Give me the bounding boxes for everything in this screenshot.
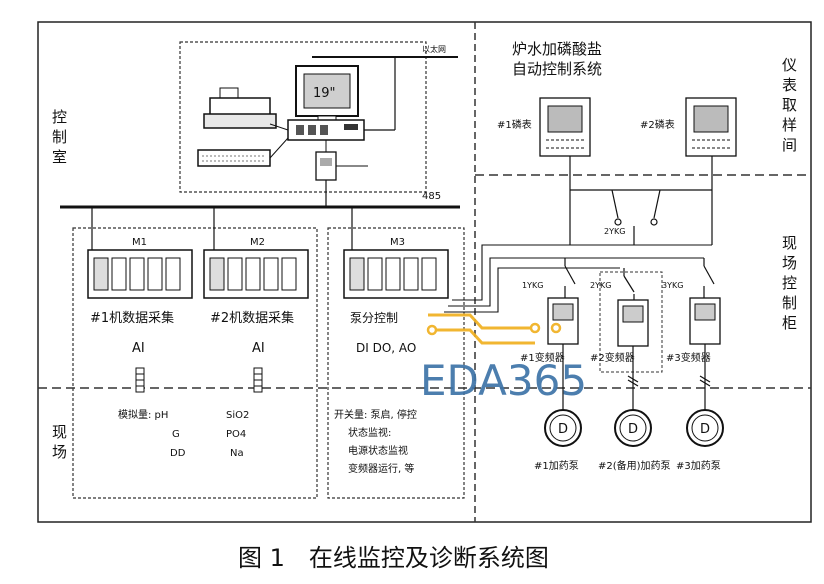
svg-text:制: 制 <box>782 294 797 312</box>
pump-wiring <box>562 344 711 410</box>
svg-text:场: 场 <box>52 443 67 461</box>
signal-m1-line2: G <box>172 429 180 440</box>
switch-1 <box>564 258 576 298</box>
cable-gland-m1 <box>135 367 145 393</box>
svg-text:控: 控 <box>782 274 797 292</box>
meter-1-label: #1磷表 <box>497 118 532 131</box>
cable-gland-m2 <box>253 367 263 393</box>
meter-signal-wiring <box>569 156 713 245</box>
printer-icon <box>203 87 277 129</box>
signal-m3-line1: 开关量: 泵启, 停控 <box>334 408 417 421</box>
module-label-m1: #1机数据采集 <box>90 310 174 326</box>
svg-text:D: D <box>700 422 710 437</box>
workstation-box <box>179 41 427 193</box>
inverter-2-enclosure <box>599 271 663 373</box>
meter-1 <box>539 97 591 157</box>
inverter-label-2: #2变频器 <box>590 351 635 364</box>
module-io-m3: DI DO, AO <box>356 341 416 355</box>
switch-label-2: 2YKG <box>590 281 611 290</box>
svg-text:D: D <box>558 422 568 437</box>
pump-1: D <box>544 409 582 447</box>
signal-m1-line1: 模拟量: pH <box>118 408 168 421</box>
module-id-m2: M2 <box>250 237 265 248</box>
svg-text:间: 间 <box>782 136 797 154</box>
signal-m2-line3: Na <box>230 448 244 459</box>
plc-rack-m1 <box>87 249 193 299</box>
pump-label-3: #3加药泵 <box>676 460 721 472</box>
zone-field-cabinet-label: 现 场 控 制 柜 <box>782 234 797 332</box>
svg-text:取: 取 <box>782 96 797 114</box>
module-label-m2: #2机数据采集 <box>210 310 294 326</box>
cpu-case-icon <box>287 119 365 141</box>
monitor-icon: 19" <box>295 65 359 123</box>
module-box-m1 <box>72 227 318 499</box>
svg-text:柜: 柜 <box>782 314 797 332</box>
meter-2 <box>685 97 737 157</box>
signal-m2-line2: PO4 <box>226 429 246 440</box>
switch-label-3: 3YKG <box>662 281 683 290</box>
zone-control-room-label: 控 制 室 <box>52 108 67 166</box>
zone-field-label: 现 场 <box>52 423 67 461</box>
module-label-m3: 泵分控制 <box>350 311 398 325</box>
inverter-label-3: #3变频器 <box>666 351 711 364</box>
ethernet-label: 以太网 <box>422 44 446 54</box>
svg-text:制: 制 <box>52 128 67 146</box>
svg-text:室: 室 <box>52 148 67 166</box>
bus-label: 485 <box>422 191 441 202</box>
pump-3: D <box>686 409 724 447</box>
inverter-2 <box>617 299 649 347</box>
svg-text:场: 场 <box>782 254 797 272</box>
signal-m3-line4: 变频器运行, 等 <box>348 462 414 475</box>
pump-label-2: #2(备用)加药泵 <box>598 459 671 472</box>
switch-2 <box>623 268 635 300</box>
signal-m3-line2: 状态监视: <box>348 426 391 439</box>
signal-m1-line3: DD <box>170 448 186 459</box>
plc-rack-m3 <box>343 249 449 299</box>
inverter-1 <box>547 297 579 345</box>
signal-m3-line3: 电源状态监视 <box>348 444 408 457</box>
pump-label-1: #1加药泵 <box>534 460 579 472</box>
signal-m2-line1: SiO2 <box>226 410 249 421</box>
watermark: EDA365 <box>420 313 587 405</box>
outer-frame <box>37 21 812 523</box>
svg-text:样: 样 <box>782 116 797 134</box>
cabinet-signal-wiring <box>444 244 712 313</box>
system-title-line1: 炉水加磷酸盐 <box>512 40 602 58</box>
module-io-m2: AI <box>252 341 265 356</box>
svg-text:现: 现 <box>52 423 67 441</box>
plc-rack-m2 <box>203 249 309 299</box>
zone-instrument-room-label: 仪 表 取 样 间 <box>782 56 797 154</box>
switch-3 <box>703 258 715 298</box>
system-title-line2: 自动控制系统 <box>512 60 602 78</box>
meter-2-label: #2磷表 <box>640 118 675 131</box>
inverter-label-1: #1变频器 <box>520 351 565 364</box>
module-id-m1: M1 <box>132 237 147 248</box>
figure-caption: 图 1 在线监控及诊断系统图 <box>238 544 549 572</box>
module-box-m3 <box>327 227 465 499</box>
svg-text:控: 控 <box>52 108 67 126</box>
keyboard-icon <box>197 149 271 167</box>
svg-text:仪: 仪 <box>782 56 797 74</box>
switch-label-4: 2YKG <box>604 227 625 236</box>
switch-label-1: 1YKG <box>522 281 543 290</box>
watermark-text: EDA365 <box>420 356 587 405</box>
svg-text:表: 表 <box>782 76 797 94</box>
converter-icon <box>315 151 337 181</box>
printer-link <box>269 123 289 131</box>
monitor-size-label: 19" <box>313 86 336 101</box>
keyboard-link <box>269 137 289 159</box>
svg-text:现: 现 <box>782 234 797 252</box>
pump-2: D <box>614 409 652 447</box>
module-io-m1: AI <box>132 341 145 356</box>
inverter-3 <box>689 297 721 345</box>
svg-text:D: D <box>628 422 638 437</box>
module-id-m3: M3 <box>390 237 405 248</box>
